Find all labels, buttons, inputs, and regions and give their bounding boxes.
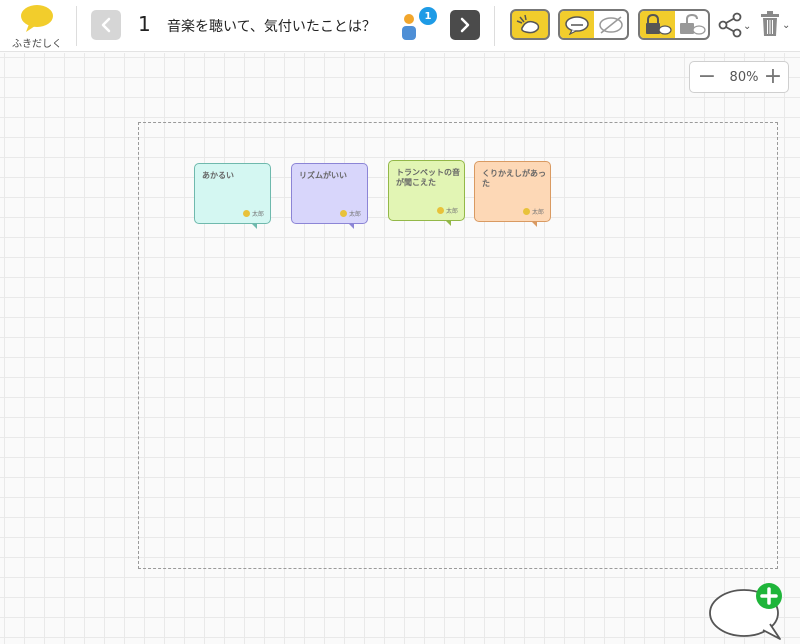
chevron-down-icon: ⌄ — [743, 21, 752, 32]
prev-page-button[interactable] — [91, 10, 121, 40]
unlock-segment[interactable] — [675, 11, 708, 38]
user-icon — [402, 14, 416, 40]
zoom-out-button[interactable]: − — [697, 64, 717, 89]
zoom-control: − 80% + — [689, 61, 789, 93]
lock-toggle[interactable] — [638, 9, 710, 40]
comment-show-segment[interactable] — [560, 11, 594, 38]
note-text: リズムがいい — [299, 171, 347, 180]
eraser-tool-button[interactable] — [510, 9, 550, 40]
lock-icon — [645, 13, 672, 35]
delete-button[interactable]: ⌄ — [760, 10, 794, 40]
note-author: 太郎 — [339, 209, 361, 218]
top-toolbar: ふきだしくん 1 音楽を聴いて、気付いたことは？ 1 — [0, 0, 800, 65]
sticky-note[interactable]: あかるい 太郎 — [194, 163, 271, 229]
comment-visibility-toggle[interactable] — [558, 9, 629, 40]
comment-off-icon — [598, 15, 623, 34]
note-tail — [531, 221, 537, 227]
next-page-button[interactable] — [450, 10, 480, 40]
comment-icon — [565, 15, 589, 35]
comment-hide-segment[interactable] — [594, 11, 627, 38]
unlock-icon — [679, 13, 706, 35]
sticky-note[interactable]: リズムがいい 太郎 — [291, 163, 368, 229]
chevron-down-icon: ⌄ — [782, 20, 791, 31]
face-icon — [242, 210, 250, 217]
share-button[interactable]: ⌄ — [718, 12, 752, 40]
chevron-left-icon — [101, 17, 111, 33]
page-number: 1 — [138, 12, 151, 36]
divider — [76, 6, 77, 46]
lock-segment[interactable] — [640, 11, 675, 38]
question-title: 音楽を聴いて、気付いたことは？ — [167, 19, 376, 35]
face-icon — [522, 208, 530, 215]
add-note-button[interactable] — [708, 582, 790, 642]
user-count-badge: 1 — [419, 7, 437, 25]
sticky-note[interactable]: くりかえしがあった 太郎 — [474, 161, 551, 227]
zoom-in-button[interactable]: + — [763, 64, 783, 89]
speech-bubble-logo-icon — [21, 5, 53, 32]
sticky-note[interactable]: トランペットの音が聞こえた 太郎 — [388, 160, 465, 226]
app-logo[interactable]: ふきだしくん — [8, 4, 66, 65]
participants-button[interactable] — [398, 12, 422, 42]
note-text: あかるい — [202, 171, 234, 180]
add-speech-bubble-icon — [709, 583, 782, 640]
note-tail — [348, 223, 354, 229]
note-author: 太郎 — [242, 209, 264, 218]
note-text: トランペットの音が聞こえた — [396, 168, 460, 187]
face-icon — [339, 210, 347, 217]
eraser-icon — [516, 14, 540, 33]
face-icon — [436, 207, 444, 214]
board-frame — [138, 122, 778, 569]
note-author: 太郎 — [522, 207, 544, 216]
note-tail — [445, 220, 451, 226]
chevron-right-icon — [460, 17, 470, 33]
board-canvas[interactable]: − 80% + あかるい 太郎 リズムがいい 太郎 トランペットの音が聞こえた … — [0, 53, 800, 644]
trash-icon — [761, 11, 779, 36]
note-text: くりかえしがあった — [482, 169, 546, 188]
note-author: 太郎 — [436, 206, 458, 215]
share-icon — [718, 12, 742, 38]
note-tail — [251, 223, 257, 229]
divider — [494, 6, 495, 46]
zoom-level: 80% — [729, 70, 759, 85]
